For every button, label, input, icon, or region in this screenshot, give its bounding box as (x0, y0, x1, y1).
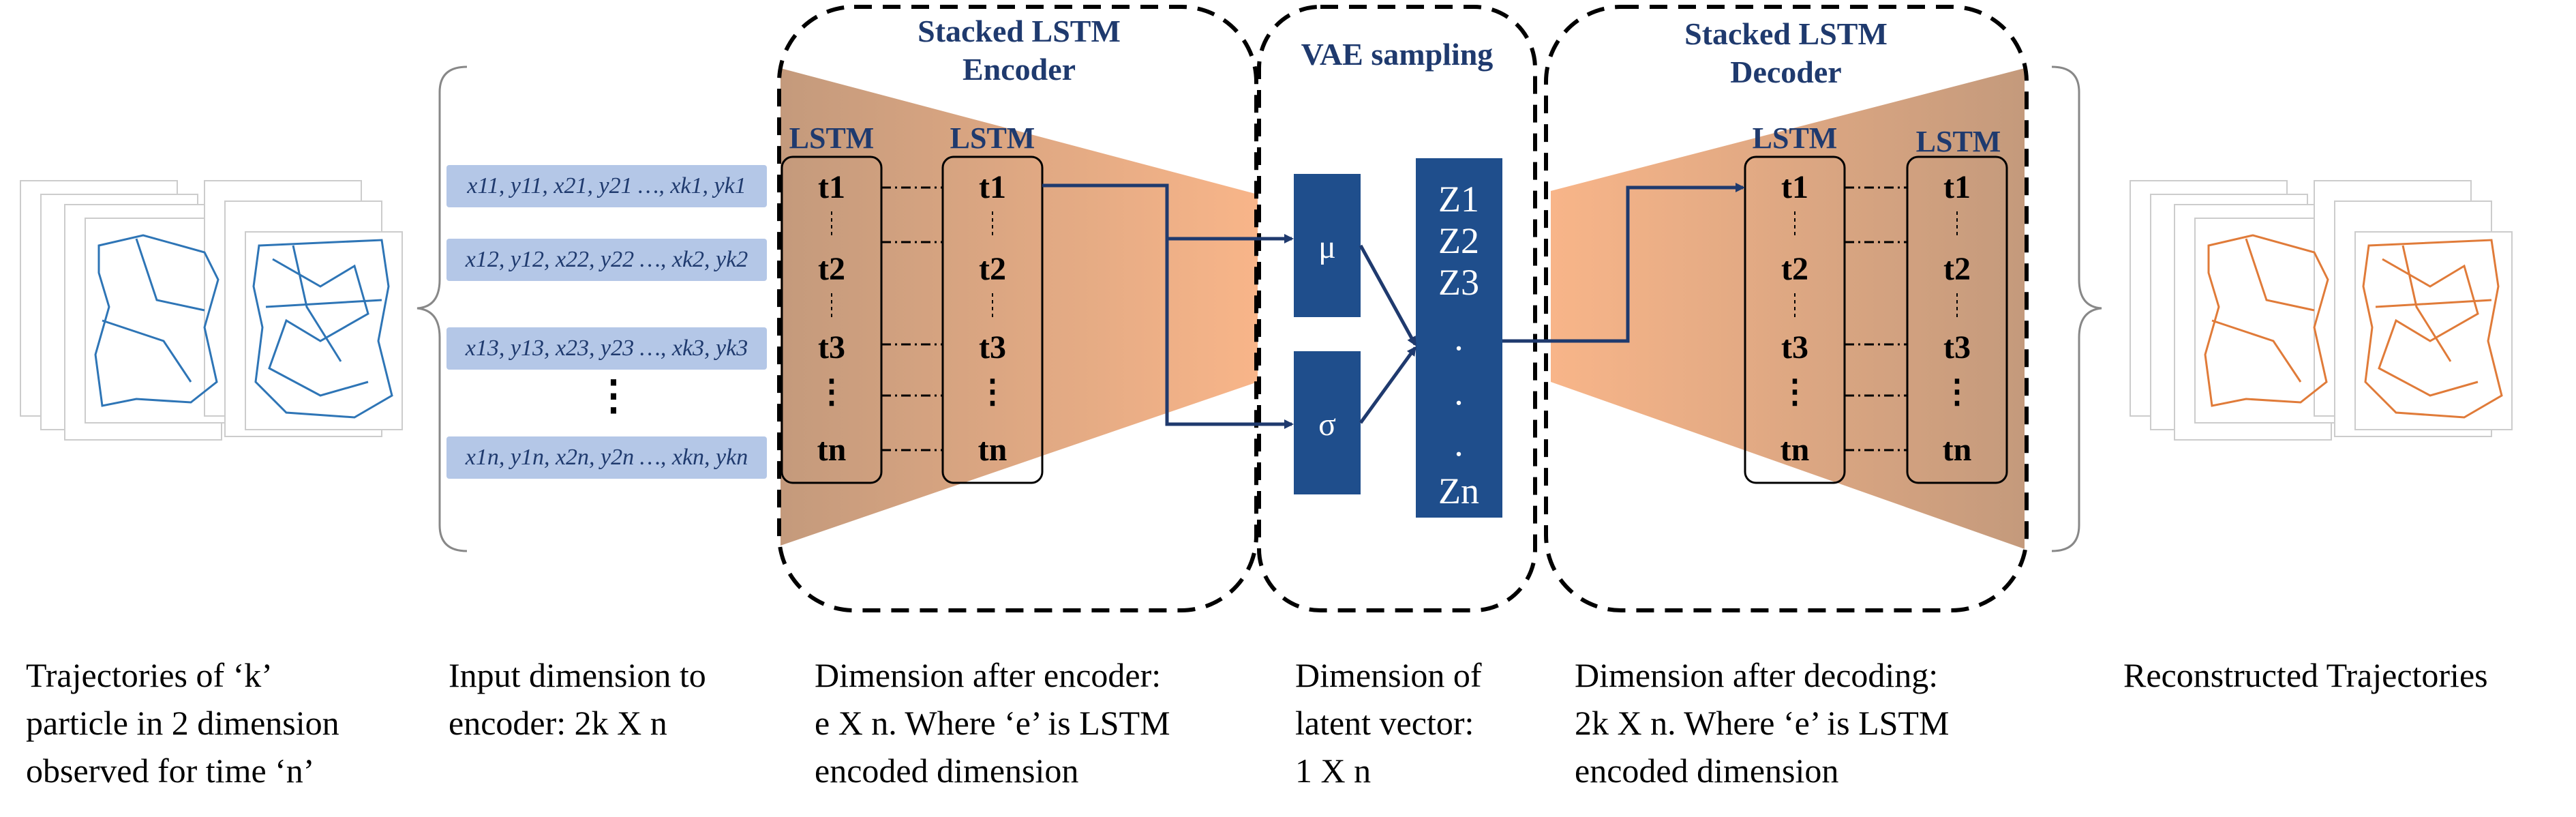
input-row-3: x13, y13, x23, y23 …, xk3, yk3 (446, 327, 767, 370)
reconstructed-trajectory-plots (2130, 180, 2513, 441)
sigma-to-z-arrow (1359, 346, 1417, 424)
lstm-cell-4-4: ⋮ (1941, 374, 1973, 410)
input-row-1: x11, y11, x21, y21 …, xk1, yk1 (446, 165, 767, 207)
lstm-cell-3-4: ⋮ (1778, 374, 1811, 410)
caption-input-dim: Input dimension to encoder: 2k X n (449, 656, 706, 742)
output-brace (2051, 65, 2102, 552)
mu-block (1294, 174, 1361, 317)
latent-label-6: . (1454, 423, 1464, 464)
caption-after-encoder: Dimension after encoder: e X n. Where ‘e… (815, 656, 1170, 790)
mu-to-z-arrow (1359, 244, 1417, 346)
encoder-title-line2: Encoder (962, 52, 1076, 87)
input-row-2: x12, y12, x22, y22 …, xk2, yk2 (446, 239, 767, 281)
lstm-cell-2-1: t1 (979, 169, 1006, 205)
lstm-cell-1-5: tn (817, 432, 847, 468)
latent-label-7: Zn (1438, 471, 1479, 511)
encoder-lstm-label-1: LSTM (789, 121, 875, 155)
decoder-lstm-label-1: LSTM (1752, 121, 1838, 155)
lstm-cell-4-5: tn (1942, 432, 1972, 468)
lstm-cell-2-2: t2 (979, 251, 1006, 287)
lstm-cell-3-5: tn (1780, 432, 1810, 468)
caption-latent-dim: Dimension of latent vector: 1 X n (1295, 656, 1482, 790)
input-trajectory-plots (20, 180, 403, 441)
encoder-lstm-column-2 (941, 155, 1044, 484)
latent-label-2: Z2 (1438, 220, 1479, 261)
decoder-lstm-label-2: LSTM (1915, 125, 2001, 158)
lstm-cell-4-1: t1 (1943, 169, 1971, 205)
sigma-block (1294, 351, 1361, 494)
caption-reconstructed: Reconstructed Trajectories (2123, 656, 2488, 694)
latent-label-4: . (1454, 317, 1464, 358)
latent-label-5: . (1454, 372, 1464, 413)
lstm-cell-1-2: t2 (818, 251, 845, 287)
vae-box (1257, 5, 1537, 612)
lstm-cell-1-1: t1 (818, 169, 845, 205)
decoder-title: Stacked LSTM Decoder (1581, 15, 1990, 91)
lstm-cell-3-3: t3 (1781, 329, 1808, 366)
latent-label-1: Z1 (1438, 179, 1479, 220)
decoder-title-line1: Stacked LSTM (1684, 16, 1888, 51)
z-to-decoder-arrow (1502, 183, 1745, 343)
encoder-title-line1: Stacked LSTM (918, 14, 1121, 48)
lstm-cell-2-3: t3 (979, 329, 1006, 366)
encoder-cone (781, 68, 1258, 546)
input-brace (416, 65, 468, 552)
lstm-cell-4-2: t2 (1943, 251, 1971, 287)
lstm-cell-1-4: ⋮ (815, 374, 848, 410)
lstm-cell-3-1: t1 (1781, 169, 1808, 205)
vae-title: VAE sampling (1301, 37, 1494, 72)
lstm-cell-2-4: ⋮ (976, 374, 1009, 410)
encoder-box (777, 5, 1258, 612)
decoder-lstm-column-1 (1744, 155, 1846, 484)
caption-trajectories: Trajectories of ‘k’ particle in 2 dimens… (26, 656, 339, 790)
latent-label-3: Z3 (1438, 262, 1479, 303)
encoder-title: Stacked LSTM Encoder (815, 12, 1224, 89)
lstm-cell-3-2: t2 (1781, 251, 1808, 287)
decoder-lstm-column-2 (1906, 155, 2008, 484)
decoder-title-line2: Decoder (1730, 55, 1842, 89)
latent-vector-block (1416, 158, 1502, 518)
input-ellipsis: ⋮ (593, 373, 634, 418)
lstm-cell-1-3: t3 (818, 329, 845, 366)
encoder-lstm-label-2: LSTM (950, 121, 1035, 155)
mu-label: μ (1318, 229, 1336, 265)
input-row-n: x1n, y1n, x2n, y2n …, xkn, ykn (446, 436, 767, 479)
caption-after-decoding: Dimension after decoding: 2k X n. Where … (1575, 656, 1950, 790)
lstm-cell-4-3: t3 (1943, 329, 1971, 366)
sigma-label: σ (1318, 406, 1336, 443)
lstm-cell-2-5: tn (978, 432, 1007, 468)
encoder-to-sigma-arrow (1165, 239, 1294, 429)
encoder-lstm-column-1 (781, 155, 883, 484)
encoder-to-mu-arrow (1042, 183, 1294, 243)
decoder-box (1544, 5, 2029, 612)
